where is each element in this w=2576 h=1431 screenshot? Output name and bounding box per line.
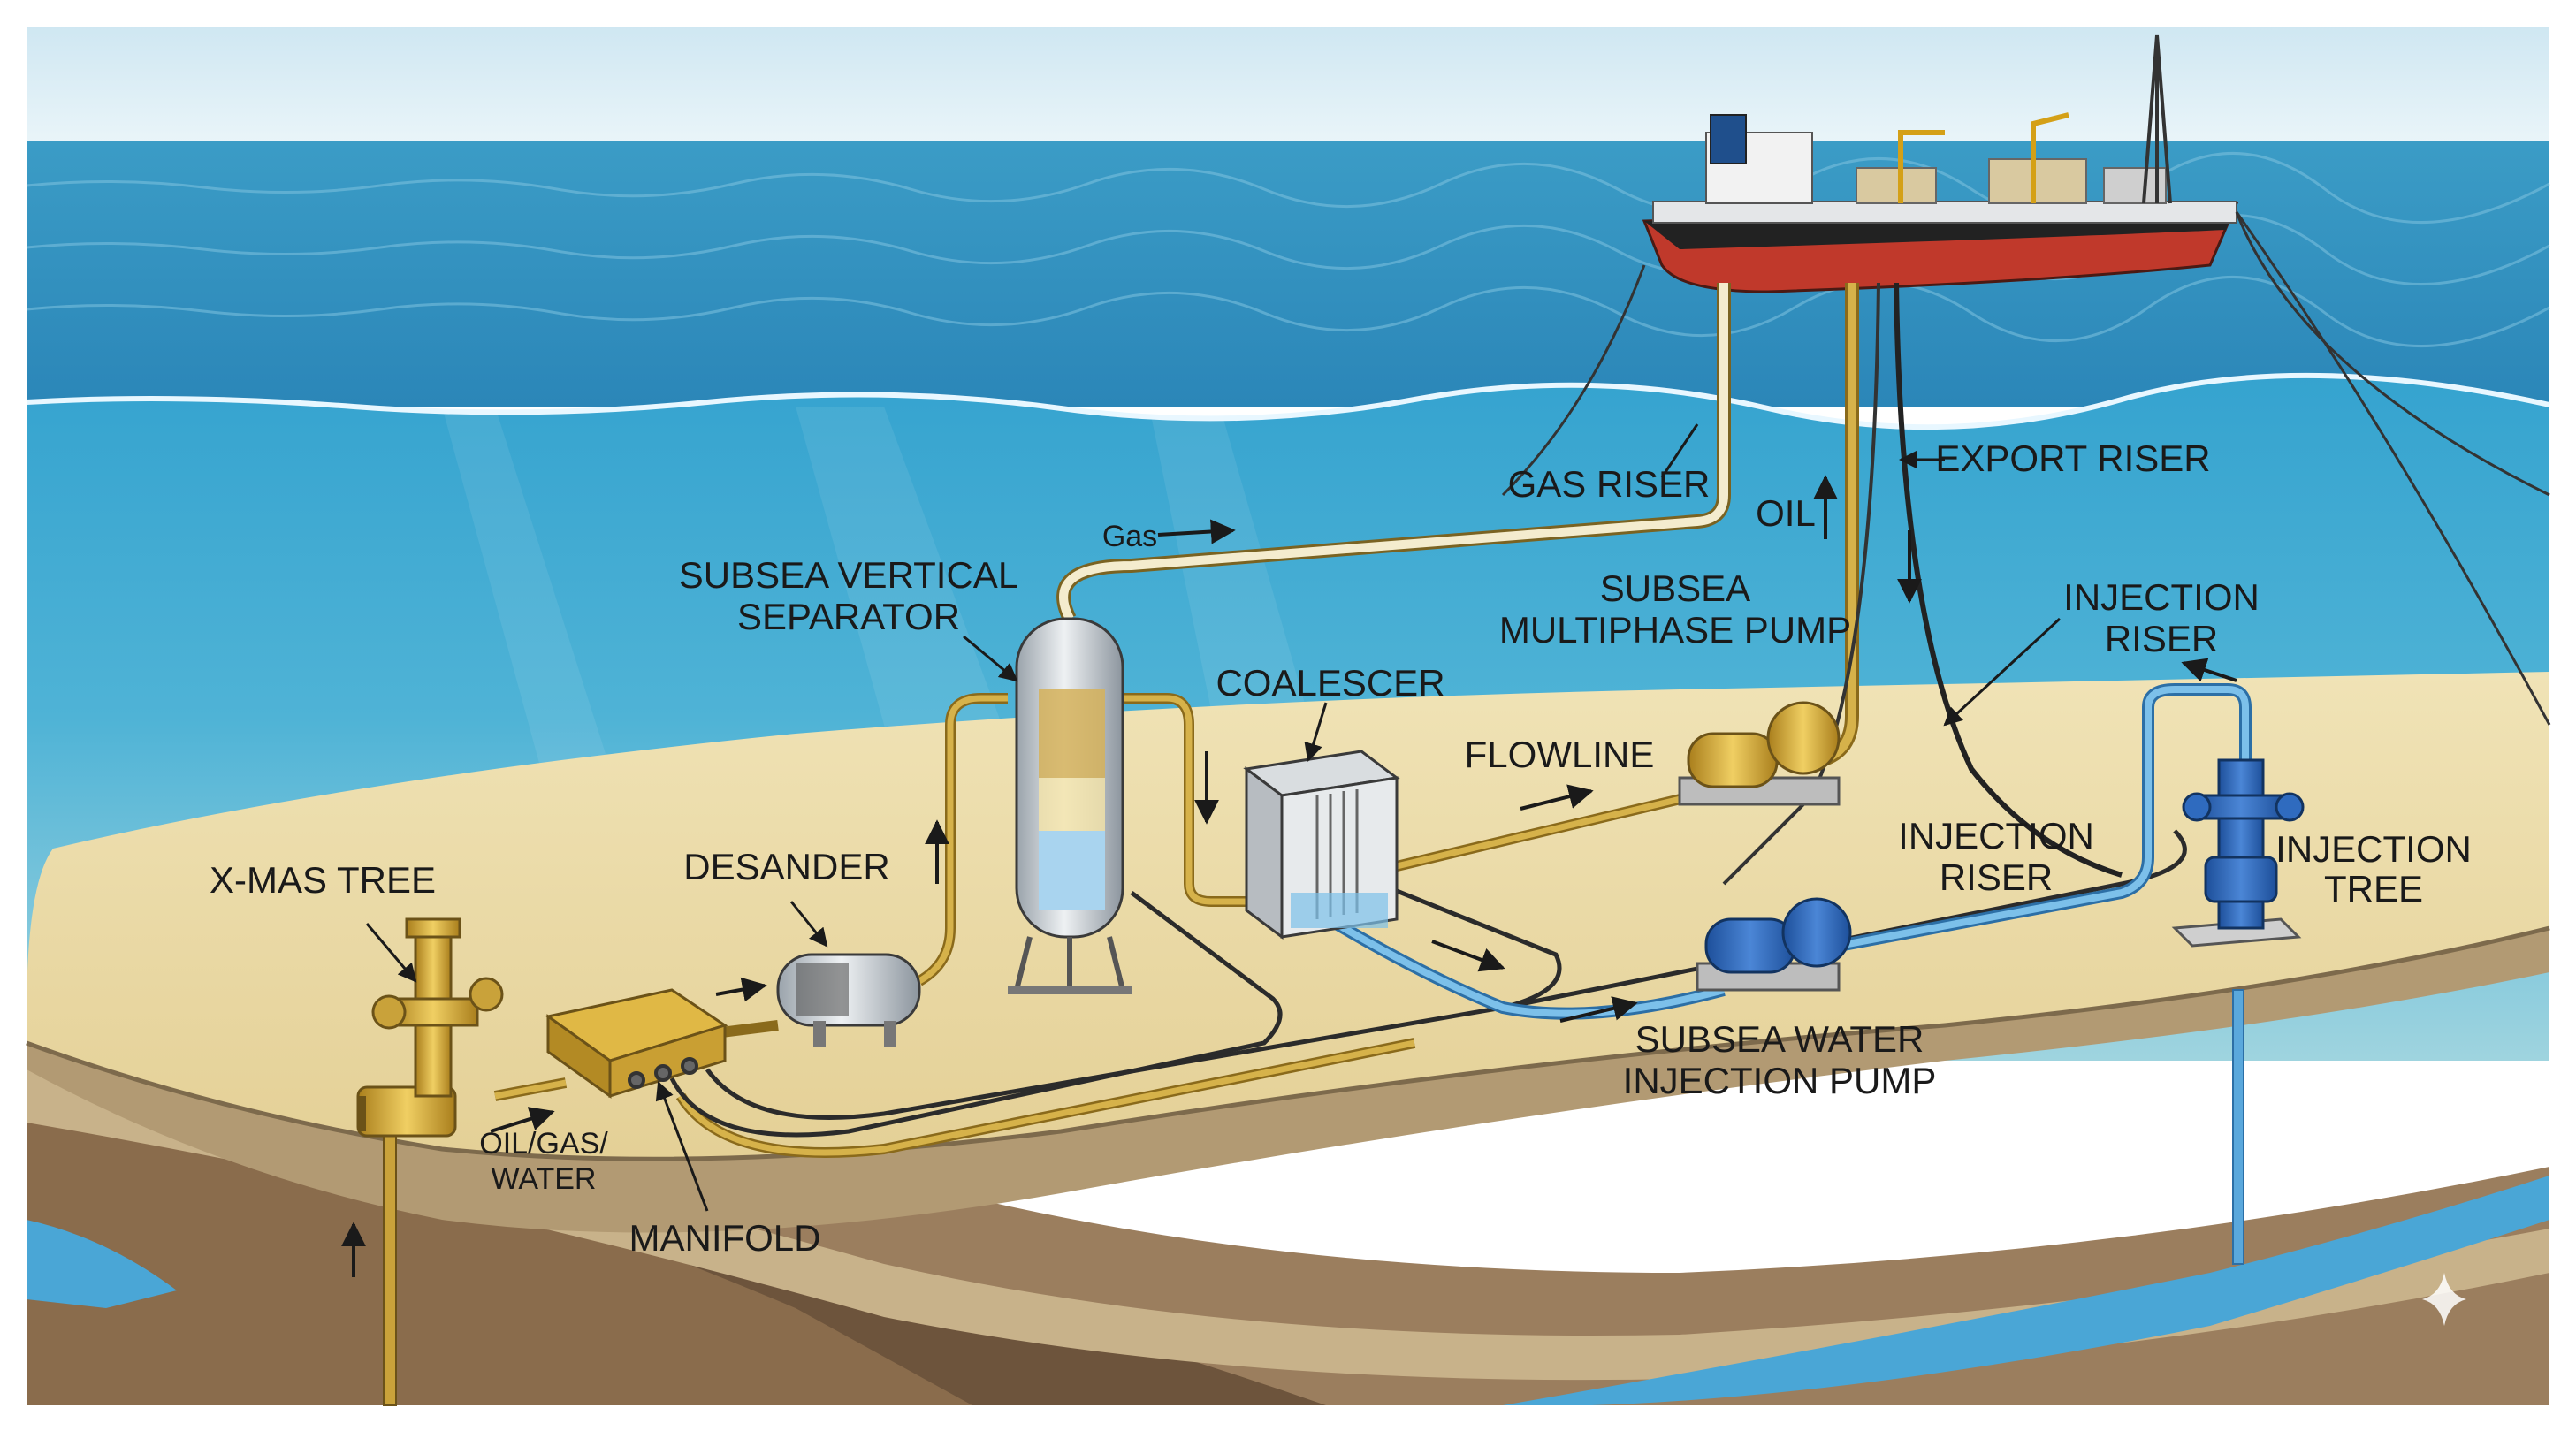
label-oil-gas-water-1: OIL/GAS/	[479, 1127, 608, 1161]
label-injection-tree-2: TREE	[2324, 868, 2423, 910]
water-injection-pump	[1696, 897, 1852, 992]
label-flowline: FLOWLINE	[1465, 734, 1655, 775]
ship-funnel	[1710, 114, 1747, 164]
dark-flowline-2	[705, 881, 1562, 1120]
label-multiphase-pump-1: SUBSEA	[1600, 567, 1750, 609]
flow-arrows	[341, 475, 2237, 1277]
label-export-riser: EXPORT RISER	[1935, 438, 2210, 479]
ship-cargo-2	[1988, 158, 2087, 204]
label-injection-riser-top-2: RISER	[2105, 618, 2218, 659]
label-water-pump-1: SUBSEA WATER	[1635, 1018, 1924, 1060]
dark-flowline-3	[1502, 829, 2187, 1010]
label-gas: Gas	[1102, 520, 1157, 553]
desander	[776, 953, 921, 1047]
fpso-ship	[1642, 34, 2239, 293]
multiphase-pump	[1678, 701, 1841, 806]
waterline	[26, 372, 2550, 430]
label-injection-riser-mid-1: INJECTION	[1898, 815, 2094, 856]
label-injection-riser-top-1: INJECTION	[2063, 576, 2260, 618]
sky	[27, 27, 2549, 146]
label-separator-2: SEPARATOR	[737, 596, 960, 637]
label-manifold: MANIFOLD	[629, 1217, 820, 1259]
manifold	[545, 988, 728, 1099]
pointer-lines	[365, 423, 2062, 1212]
label-injection-tree-1: INJECTION	[2275, 828, 2472, 870]
xmas-tree	[356, 917, 504, 1138]
label-desander: DESANDER	[683, 846, 889, 887]
flare-tower	[2142, 34, 2172, 204]
label-separator-1: SUBSEA VERTICAL	[679, 554, 1018, 596]
label-oil: OIL	[1756, 492, 1816, 534]
dark-flowline-1	[669, 891, 1283, 1138]
sea-surface	[27, 141, 2549, 407]
labels: X-MAS TREE OIL/GAS/ WATER MANIFOLD DESAN…	[210, 438, 2472, 1259]
ship-cranes	[1898, 112, 2069, 203]
label-xmas-tree: X-MAS TREE	[210, 859, 436, 901]
sparkle-icon	[2422, 1273, 2466, 1326]
ship-cargo-1	[1856, 167, 1937, 204]
injection-tree	[2171, 758, 2305, 948]
label-multiphase-pump-2: MULTIPHASE PUMP	[1499, 609, 1851, 651]
mooring-lines	[1501, 211, 2551, 726]
label-injection-riser-mid-2: RISER	[1940, 856, 2053, 898]
seabed-edge	[26, 925, 2550, 1161]
injection-wellbore	[2232, 989, 2244, 1265]
label-water-pump-2: INJECTION PUMP	[1623, 1060, 1937, 1101]
label-oil-gas-water-2: WATER	[492, 1162, 597, 1196]
coalescer	[1243, 750, 1400, 940]
label-gas-riser: GAS RISER	[1508, 463, 1711, 505]
production-wellbore	[383, 1130, 397, 1406]
wellbores	[383, 989, 2244, 1406]
label-coalescer: COALESCER	[1216, 662, 1444, 704]
vertical-separator	[1008, 617, 1132, 994]
flowlines	[493, 683, 2252, 1158]
rock-layer-mid	[27, 972, 2549, 1405]
aquifer-left	[27, 1220, 177, 1308]
ship-deck	[1652, 201, 2237, 224]
